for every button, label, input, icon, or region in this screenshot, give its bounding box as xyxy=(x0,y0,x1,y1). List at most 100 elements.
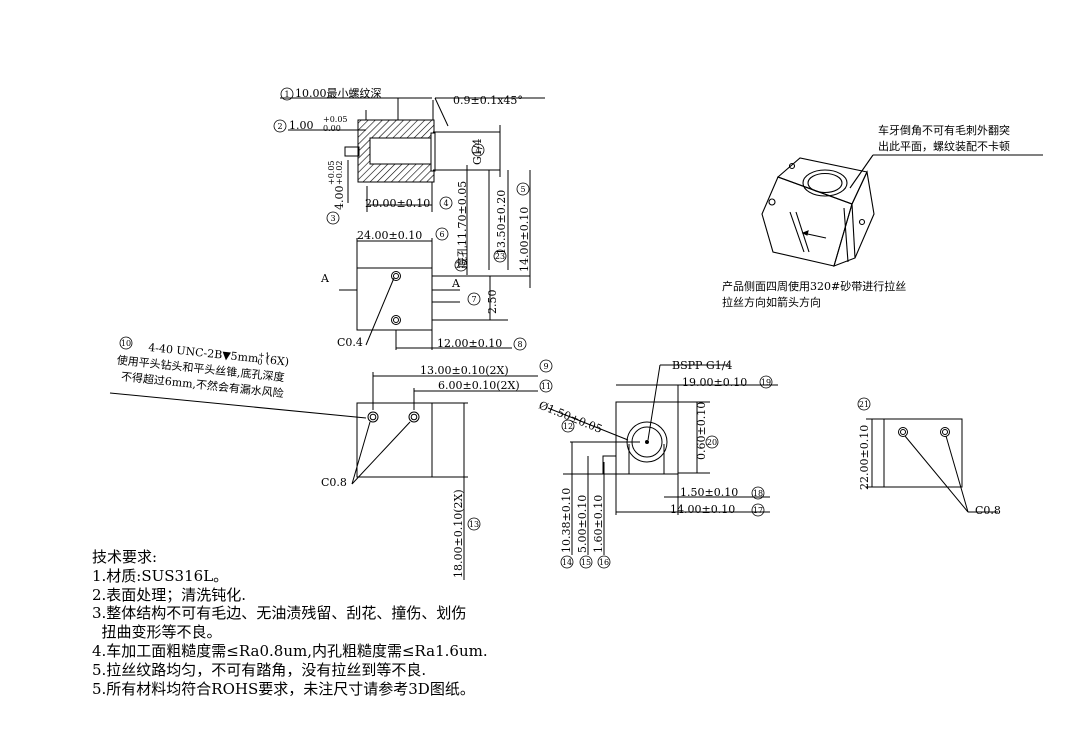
callout-13: 18.00±0.10(2X) 13 xyxy=(452,489,481,578)
svg-text:5.00±0.10: 5.00±0.10 xyxy=(576,495,589,553)
svg-text:23: 23 xyxy=(495,252,505,261)
top-view xyxy=(339,238,530,350)
svg-text:19: 19 xyxy=(761,378,771,387)
callout-18: 1.50±0.10 18 xyxy=(680,486,765,500)
svg-text:4: 4 xyxy=(475,146,480,155)
svg-text:19.00±0.10: 19.00±0.10 xyxy=(682,376,747,389)
svg-text:3: 3 xyxy=(330,214,335,223)
callout-4: 20.00±0.10 4 xyxy=(365,196,453,210)
svg-text:22.00±0.10: 22.00±0.10 xyxy=(858,425,871,490)
iso-note-line1: 车牙倒角不可有毛刺外翻突 xyxy=(878,123,1010,137)
callout-17: 14.00±0.10 17 xyxy=(670,503,765,517)
svg-text:20: 20 xyxy=(707,438,717,447)
callout-12: Ø1.50±0.05 12 xyxy=(537,399,604,436)
svg-text:7: 7 xyxy=(471,295,476,304)
svg-text:0.00: 0.00 xyxy=(323,124,341,133)
svg-text:+0.02: +0.02 xyxy=(335,160,344,185)
svg-text:13.50±0.20: 13.50±0.20 xyxy=(495,190,508,255)
svg-text:10.38±0.10: 10.38±0.10 xyxy=(560,488,573,553)
iso-note-line4: 拉丝方向如箭头方向 xyxy=(722,295,821,309)
callout-23: 23 14.00±0.10 xyxy=(493,207,531,272)
requirements-title: 技术要求: xyxy=(92,548,158,566)
callout-7: 7 2.50 xyxy=(467,290,499,315)
callout-22: 底孔11.70±0.05 22 xyxy=(454,181,469,272)
svg-text:10: 10 xyxy=(121,339,131,348)
callout-1: 1 10.00最小螺纹深 xyxy=(280,86,382,101)
svg-text:12: 12 xyxy=(563,422,573,431)
section-a-label-right: A xyxy=(451,277,461,290)
requirement-line: 3.整体结构不可有毛边、无油渍残留、刮花、撞伤、划伤 xyxy=(92,604,467,623)
callout-9: 13.00±0.10(2X) 9 xyxy=(420,359,553,377)
callout-11: 6.00±0.10(2X) 11 xyxy=(438,379,553,393)
svg-text:11: 11 xyxy=(541,382,551,391)
svg-text:18: 18 xyxy=(753,489,763,498)
svg-text:15: 15 xyxy=(581,558,591,567)
svg-text:20.00±0.10: 20.00±0.10 xyxy=(365,197,430,210)
svg-text:2: 2 xyxy=(277,122,282,131)
svg-text:1.50±0.10: 1.50±0.10 xyxy=(680,486,738,499)
chamfer-c08-label-front: C0.8 xyxy=(321,476,347,489)
svg-text:16: 16 xyxy=(599,558,609,567)
front-view xyxy=(109,372,538,580)
side-view xyxy=(547,364,778,555)
callout-16: 1.60±0.10 16 xyxy=(592,495,611,569)
section-view xyxy=(280,97,545,288)
requirement-line: 5.拉丝纹路均匀，不可有踏角，没有拉丝到等不良. xyxy=(92,660,427,679)
svg-text:+1: +1 xyxy=(258,350,271,360)
svg-text:22: 22 xyxy=(456,261,466,270)
svg-text:24.00±0.10: 24.00±0.10 xyxy=(357,229,422,242)
svg-text:8: 8 xyxy=(517,340,522,349)
svg-text:21: 21 xyxy=(859,400,869,409)
isometric-view xyxy=(761,154,1043,267)
svg-text:1: 1 xyxy=(284,90,289,99)
bspp-label: BSPP G1/4 xyxy=(672,359,732,372)
chamfer-c08-label-right: C0.8 xyxy=(975,504,1001,517)
svg-text:5: 5 xyxy=(520,185,525,194)
svg-text:13: 13 xyxy=(469,520,479,529)
svg-text:1.00: 1.00 xyxy=(289,119,314,132)
svg-text:18.00±0.10(2X): 18.00±0.10(2X) xyxy=(452,489,465,578)
chamfer-label: 0.9±0.1x45° xyxy=(453,94,523,107)
svg-text:2.50: 2.50 xyxy=(486,290,499,315)
svg-text:10.00最小螺纹深: 10.00最小螺纹深 xyxy=(295,86,382,100)
technical-requirements: 技术要求: 1.材质:SUS316L。 2.表面处理；清洗钝化. 3.整体结构不… xyxy=(92,548,488,698)
callout-15: 5.00±0.10 15 xyxy=(576,495,593,569)
svg-text:1.60±0.10: 1.60±0.10 xyxy=(592,495,605,553)
svg-text:17: 17 xyxy=(753,506,763,515)
svg-text:9: 9 xyxy=(543,362,548,371)
svg-text:+0.05: +0.05 xyxy=(327,160,336,185)
callout-3: 3 4.00 +0.05 +0.02 xyxy=(326,160,346,225)
svg-text:(6X): (6X) xyxy=(265,353,290,368)
svg-text:6.00±0.10(2X): 6.00±0.10(2X) xyxy=(438,379,520,392)
callout-2: 2 1.00 +0.05 0.00 xyxy=(273,115,348,133)
callout-6: 24.00±0.10 6 xyxy=(357,227,449,242)
iso-note-line3: 产品侧面四周使用320#砂带进行拉丝 xyxy=(722,279,906,293)
svg-text:0.60±0.10: 0.60±0.10 xyxy=(695,402,708,460)
callout-5: 13.50±0.20 5 xyxy=(495,182,530,255)
callout-8: 12.00±0.10 8 xyxy=(437,337,527,351)
svg-text:底孔11.70±0.05: 底孔11.70±0.05 xyxy=(455,181,469,268)
svg-text:14: 14 xyxy=(562,558,572,567)
requirement-line: 扭曲变形等不良。 xyxy=(92,623,222,642)
svg-text:14.00±0.10: 14.00±0.10 xyxy=(518,207,531,272)
requirement-line: 4.车加工面粗糙度需≤Ra0.8um,内孔粗糙度需≤Ra1.6um. xyxy=(92,641,488,660)
requirement-line: 5.所有材料均符合ROHS要求，未注尺寸请参考3D图纸。 xyxy=(92,679,475,698)
svg-text:6: 6 xyxy=(439,230,444,239)
chamfer-c04-label: C0.4 xyxy=(337,336,363,349)
callout-19: 19.00±0.10 19 xyxy=(682,375,773,389)
requirement-line: 1.材质:SUS316L。 xyxy=(92,566,229,585)
callout-4b: 4 xyxy=(471,143,485,157)
callout-10: 10 4-40 UNC-2B▼5mm +1 0 (6X) 使用平头钻头和平头丝锥… xyxy=(116,336,290,400)
svg-text:+0.05: +0.05 xyxy=(323,115,348,124)
right-view xyxy=(866,418,998,513)
svg-text:13.00±0.10(2X): 13.00±0.10(2X) xyxy=(420,364,509,377)
svg-text:0: 0 xyxy=(257,357,263,366)
section-a-label-left: A xyxy=(320,272,330,285)
svg-text:14.00±0.10: 14.00±0.10 xyxy=(670,503,735,516)
callout-14: 10.38±0.10 14 xyxy=(560,488,574,569)
requirement-line: 2.表面处理；清洗钝化. xyxy=(92,585,247,604)
svg-text:12.00±0.10: 12.00±0.10 xyxy=(437,337,502,350)
iso-note-line2: 出此平面，螺纹装配不卡顿 xyxy=(878,139,1010,153)
callout-21: 21 22.00±0.10 xyxy=(857,397,871,490)
